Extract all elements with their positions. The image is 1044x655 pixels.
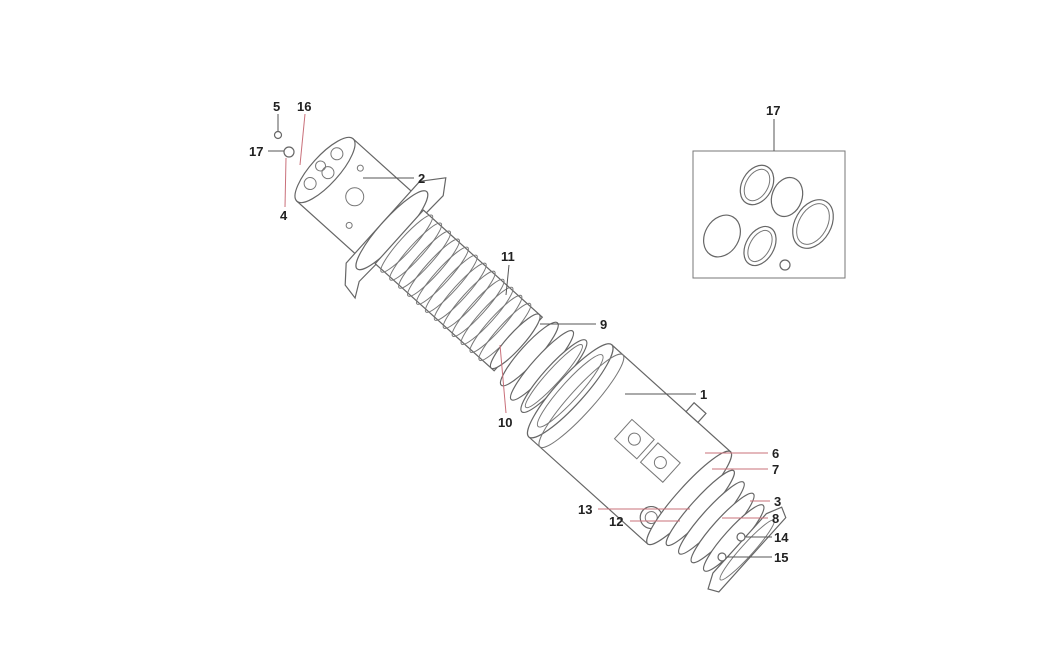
nut-15	[717, 552, 727, 562]
callout-16: 16	[297, 99, 312, 114]
callout-4: 4	[280, 208, 288, 223]
callout-1: 1	[700, 387, 708, 402]
callout-5: 5	[273, 99, 281, 114]
callout-9: 9	[600, 317, 608, 332]
callout-14: 14	[774, 530, 789, 545]
callout-7: 7	[772, 462, 780, 477]
callout-8: 8	[772, 511, 780, 526]
callout-10: 10	[498, 415, 513, 430]
callout-13: 13	[578, 502, 593, 517]
callout-2: 2	[418, 171, 426, 186]
callout-12: 12	[609, 514, 624, 529]
main-cylinder	[526, 343, 733, 546]
head-block	[294, 136, 447, 300]
callout-17: 17	[249, 144, 264, 159]
nut-5	[273, 130, 283, 140]
callout-3: 3	[774, 494, 782, 509]
leader-lines	[268, 113, 775, 558]
callout-15: 15	[774, 550, 789, 565]
washer-17	[283, 146, 295, 158]
seal-kit-box	[692, 150, 846, 279]
bellows	[374, 209, 544, 372]
callout-17-kit: 17	[766, 103, 781, 118]
callout-6: 6	[772, 446, 780, 461]
bolt-14	[736, 532, 746, 542]
callout-11: 11	[501, 249, 515, 264]
seal-rings	[499, 321, 588, 413]
